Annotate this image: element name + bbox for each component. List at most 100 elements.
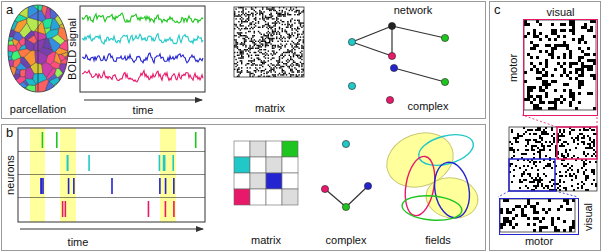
full-matrix xyxy=(529,181,531,183)
full-matrix xyxy=(581,185,583,187)
zoom-matrix xyxy=(539,220,542,223)
connectivity-matrix xyxy=(252,46,253,47)
connectivity-matrix xyxy=(270,38,271,39)
connectivity-matrix xyxy=(297,63,298,64)
connectivity-matrix xyxy=(258,70,259,71)
full-matrix xyxy=(569,175,571,177)
zoom-matrix xyxy=(584,53,587,56)
zoom-matrix xyxy=(500,199,575,232)
connectivity-matrix xyxy=(286,31,287,32)
full-matrix xyxy=(541,185,543,187)
zoom-matrix xyxy=(539,71,542,74)
connectivity-matrix xyxy=(293,56,294,57)
connectivity-matrix xyxy=(275,66,276,67)
connectivity-matrix xyxy=(270,10,271,11)
coactivity-matrix xyxy=(250,157,266,173)
connectivity-matrix xyxy=(297,35,298,36)
full-matrix xyxy=(539,129,541,131)
coactivity-matrix xyxy=(282,157,298,173)
full-matrix xyxy=(521,175,523,177)
spike-raster xyxy=(40,178,42,194)
zoom-matrix xyxy=(506,208,509,211)
full-matrix xyxy=(571,137,573,139)
connectivity-matrix xyxy=(277,46,278,47)
connectivity-matrix xyxy=(258,57,259,58)
connectivity-matrix xyxy=(294,20,295,21)
connectivity-matrix xyxy=(269,66,270,67)
zoom-matrix xyxy=(533,86,536,89)
zoom-matrix xyxy=(569,53,572,56)
connectivity-matrix xyxy=(287,41,288,42)
connectivity-matrix xyxy=(247,49,248,50)
zoom-matrix xyxy=(572,38,575,41)
connectivity-matrix xyxy=(259,45,260,46)
connectivity-matrix xyxy=(293,62,294,63)
full-matrix xyxy=(543,187,545,189)
connectivity-matrix xyxy=(238,55,239,56)
connectivity-matrix xyxy=(263,25,264,26)
connectivity-matrix xyxy=(266,32,267,33)
connectivity-matrix xyxy=(242,38,243,39)
connectivity-matrix xyxy=(293,8,294,9)
connectivity-matrix xyxy=(300,25,301,26)
full-matrix xyxy=(535,141,537,143)
zoom-matrix xyxy=(569,95,572,98)
connectivity-matrix xyxy=(261,34,262,35)
zoom-leader xyxy=(498,191,509,197)
connectivity-matrix xyxy=(296,46,297,47)
connectivity-matrix xyxy=(300,57,301,58)
connectivity-matrix xyxy=(262,62,263,63)
connectivity-matrix xyxy=(255,55,256,56)
connectivity-matrix xyxy=(249,67,250,68)
full-matrix xyxy=(569,149,571,151)
connectivity-matrix xyxy=(287,13,288,14)
zoom-matrix xyxy=(539,77,542,80)
connectivity-matrix xyxy=(242,45,243,46)
connectivity-matrix xyxy=(251,24,252,25)
spike-raster xyxy=(195,132,197,148)
connectivity-matrix xyxy=(254,59,255,60)
connectivity-matrix xyxy=(263,70,264,71)
connectivity-matrix xyxy=(259,46,260,47)
connectivity-matrix xyxy=(241,55,242,56)
full-matrix xyxy=(545,165,547,167)
receptive-fields xyxy=(401,154,439,218)
simplicial-complex xyxy=(342,140,349,147)
connectivity-matrix xyxy=(241,22,242,23)
connectivity-matrix xyxy=(254,32,255,33)
zoom-matrix xyxy=(539,50,542,53)
full-matrix xyxy=(515,141,517,143)
zoom-matrix xyxy=(554,38,557,41)
zoom-matrix xyxy=(512,208,515,211)
full-matrix xyxy=(531,129,533,131)
zoom-matrix xyxy=(581,71,584,74)
full-matrix xyxy=(515,165,517,167)
connectivity-matrix xyxy=(256,13,257,14)
zoom-matrix xyxy=(593,107,596,110)
coactivity-matrix xyxy=(234,141,250,157)
full-matrix xyxy=(545,155,547,157)
connectivity-matrix xyxy=(289,52,290,53)
zoom-matrix xyxy=(548,208,551,211)
coactivity-matrix xyxy=(266,141,282,157)
figure-label: BOLD signal xyxy=(66,18,79,80)
connectivity-matrix xyxy=(266,53,267,54)
connectivity-matrix xyxy=(298,71,299,72)
connectivity-matrix xyxy=(249,46,250,47)
full-matrix xyxy=(511,147,513,149)
connectivity-matrix xyxy=(280,74,281,75)
zoom-matrix xyxy=(557,98,560,101)
connectivity-matrix xyxy=(240,60,241,61)
full-matrix xyxy=(539,137,541,139)
full-matrix xyxy=(593,129,595,131)
full-matrix xyxy=(563,165,565,167)
full-matrix xyxy=(593,153,595,155)
full-matrix xyxy=(537,173,539,175)
connectivity-matrix xyxy=(237,48,238,49)
connectivity-matrix xyxy=(290,50,291,51)
connectivity-matrix xyxy=(254,74,255,75)
connectivity-matrix xyxy=(282,10,283,11)
connectivity-matrix xyxy=(241,25,242,26)
zoom-matrix xyxy=(584,23,587,26)
